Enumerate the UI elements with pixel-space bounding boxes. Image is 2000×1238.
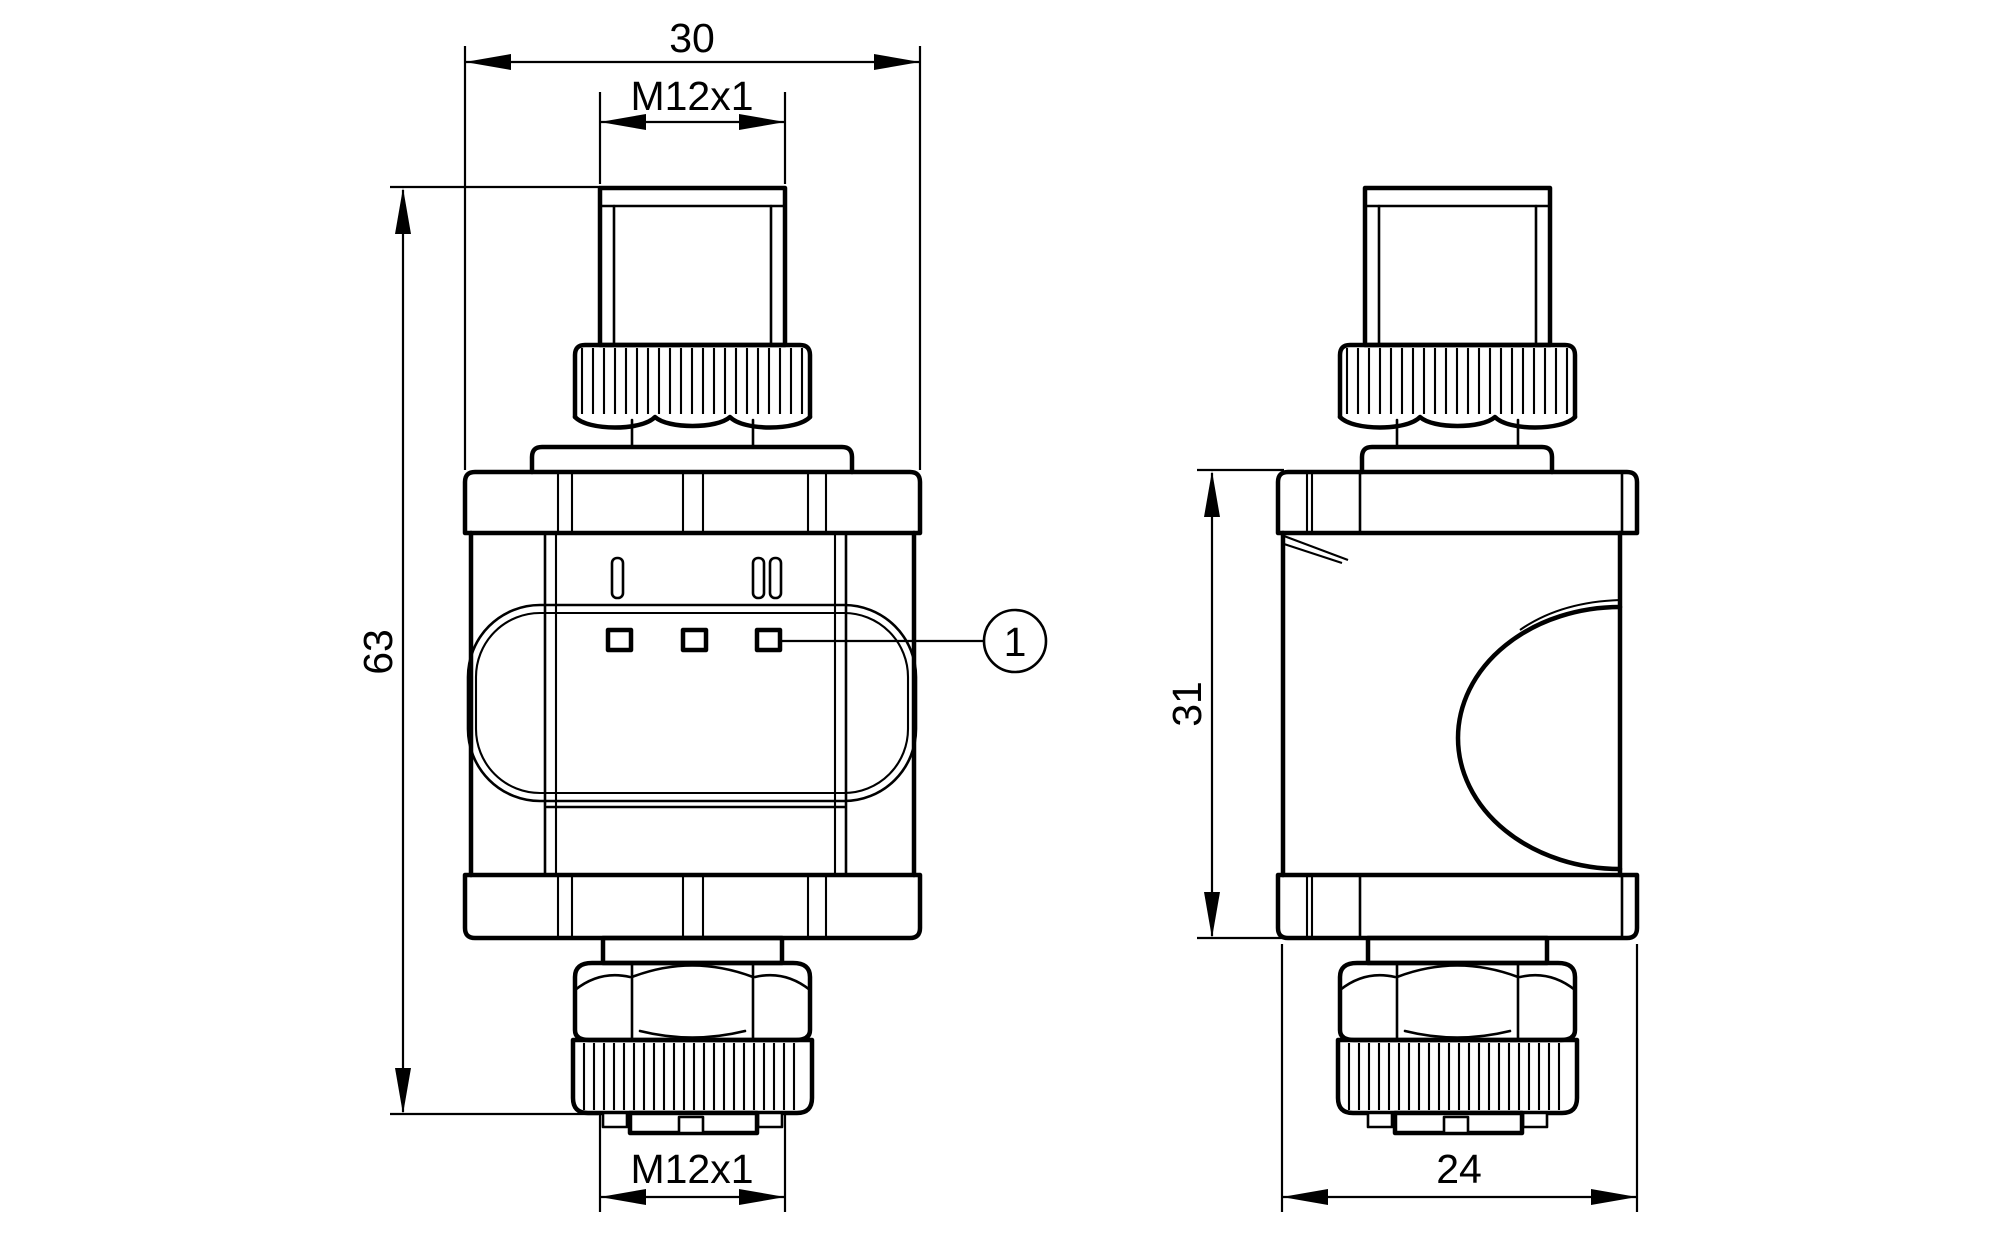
front-top-connector <box>529 185 855 475</box>
front-body <box>462 469 923 941</box>
arrowhead-left <box>600 114 646 130</box>
nut-face-arc <box>1403 1029 1512 1039</box>
keyway-notch <box>1442 1115 1470 1135</box>
dim-text-31: 31 <box>1164 681 1210 727</box>
knurled-ring <box>1335 1037 1580 1116</box>
side-profile-arc-inner <box>1519 598 1621 631</box>
arrowhead-top <box>1204 471 1220 517</box>
connector-neck <box>600 935 785 966</box>
ring-knurl-lines <box>1347 1043 1561 1110</box>
top-flange <box>462 469 923 536</box>
knurled-nut-outline <box>1337 342 1578 420</box>
dim-front-thread-bottom: M12x1 <box>598 1115 787 1212</box>
dim-side-height-31: 31 <box>1164 468 1292 940</box>
knurled-ring <box>570 1037 815 1116</box>
knurl-lines <box>580 348 804 414</box>
callout-text-1: 1 <box>1004 619 1027 665</box>
knurled-nut-scalloped-edge <box>572 414 813 430</box>
dim-text-24: 24 <box>1436 1146 1482 1192</box>
arrowhead-bottom <box>395 1068 411 1114</box>
marking-II-slot-a <box>751 556 766 600</box>
end-face-tab <box>756 1111 784 1129</box>
arrowhead-bottom <box>1204 892 1220 938</box>
dim-side-width-24: 24 <box>1280 944 1639 1212</box>
end-face-tab <box>601 1111 629 1129</box>
neck-step-outline <box>1359 444 1555 475</box>
led-window-3 <box>754 627 783 653</box>
end-face-tab <box>1366 1111 1394 1129</box>
side-top-connector <box>1337 185 1578 475</box>
keyway-notch <box>677 1115 705 1135</box>
connector-neck <box>1365 935 1550 966</box>
side-profile-arc <box>1455 604 1623 872</box>
dim-text-30: 30 <box>669 15 715 61</box>
nut-face-arc <box>753 973 812 992</box>
nut-face-arc <box>1338 973 1397 992</box>
dim-front-thread-top: M12x1 <box>598 73 787 184</box>
arrowhead-left <box>1282 1189 1328 1205</box>
arrowhead-left <box>465 54 511 70</box>
dim-text-63: 63 <box>355 629 401 675</box>
dim-front-height-63: 63 <box>355 185 600 1116</box>
marking-II-slot-b <box>768 556 783 600</box>
marking-I-slot <box>610 556 625 600</box>
side-bottom-connector <box>1335 935 1580 1136</box>
dim-text-m12x1-bottom: M12x1 <box>630 1146 753 1192</box>
dim-text-m12x1-top: M12x1 <box>630 73 753 119</box>
end-face-tab <box>1521 1111 1549 1129</box>
led-window-2 <box>680 627 709 653</box>
label-recess-inner <box>474 611 910 795</box>
dim-front-width-30: 30 <box>463 15 922 470</box>
plug-cap-outline <box>1362 185 1553 348</box>
bottom-flange <box>1275 872 1640 941</box>
top-flange <box>1275 469 1640 536</box>
callout-led-windows: 1 <box>782 608 1048 674</box>
knurled-nut-scalloped-edge <box>1337 414 1578 430</box>
front-bottom-connector <box>570 935 815 1136</box>
arrowhead-top <box>395 188 411 234</box>
plug-cap-outline <box>597 185 788 348</box>
front-view <box>462 185 923 1136</box>
arrowhead-right <box>1591 1189 1637 1205</box>
label-recess-outer <box>466 603 918 803</box>
side-view <box>1275 185 1640 1136</box>
nut-face-arc <box>573 973 632 992</box>
ring-knurl-lines <box>582 1043 796 1110</box>
chamfer-edge <box>1283 543 1343 564</box>
chamfer-edge <box>1283 535 1349 561</box>
arrowhead-right <box>874 54 920 70</box>
callout-circle <box>982 608 1048 674</box>
side-body <box>1275 469 1640 941</box>
neck-step-outline <box>529 444 855 475</box>
arrowhead-right <box>739 1189 785 1205</box>
nut-face-arc <box>630 964 755 979</box>
knurled-nut-outline <box>572 342 813 420</box>
nut-face-arc <box>1518 973 1577 992</box>
knurl-lines <box>1345 348 1569 414</box>
arrowhead-right <box>739 114 785 130</box>
led-window-1 <box>605 627 634 653</box>
nut-face-arc <box>1395 964 1520 979</box>
bottom-flange <box>462 872 923 941</box>
arrowhead-left <box>600 1189 646 1205</box>
nut-face-arc <box>638 1029 747 1039</box>
